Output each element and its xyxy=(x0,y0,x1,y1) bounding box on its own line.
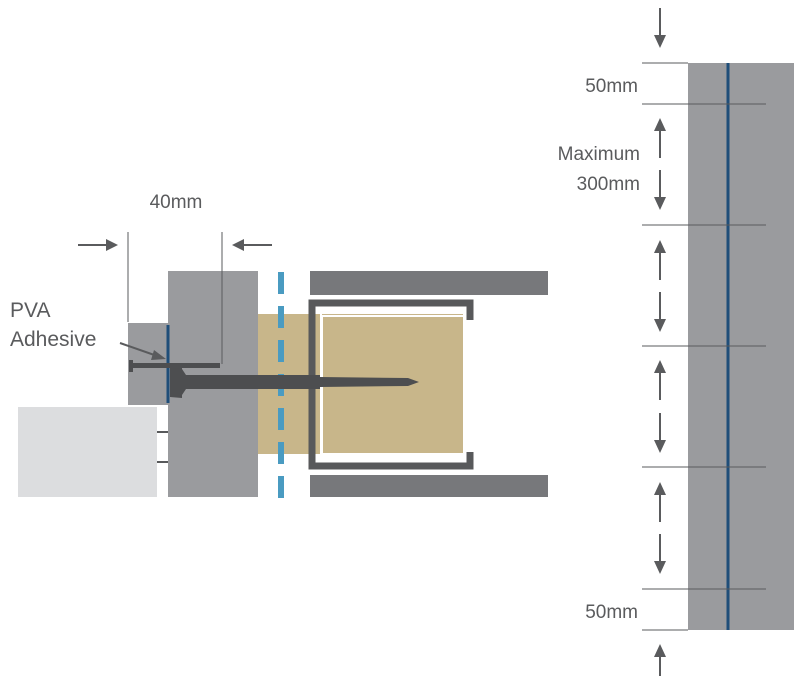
light-block xyxy=(18,407,157,497)
elevation: 50mm Maximum 300mm 50mm xyxy=(558,8,794,676)
cross-section: 40mm PVA Adhesive xyxy=(10,192,548,498)
arrow-icon xyxy=(654,440,666,453)
arrow-icon xyxy=(654,118,666,131)
label-top-50mm: 50mm xyxy=(585,76,638,97)
bottom-frame-bar xyxy=(310,475,548,497)
nail-icon xyxy=(129,360,220,372)
arrow-icon xyxy=(654,240,666,253)
arrow-icon xyxy=(654,561,666,574)
arrow-icon xyxy=(232,239,244,251)
label-adhesive: Adhesive xyxy=(10,328,96,351)
screw-tip xyxy=(320,377,419,387)
label-pva: PVA xyxy=(10,299,50,322)
arrow-icon xyxy=(654,35,666,48)
screw-shank xyxy=(182,369,320,395)
arrow-icon xyxy=(151,350,166,360)
arrow-icon xyxy=(654,360,666,373)
screw-head xyxy=(170,366,182,398)
label-40mm: 40mm xyxy=(150,192,203,213)
arrow-icon xyxy=(106,239,118,251)
dimension-arrows xyxy=(654,8,666,676)
top-frame-bar xyxy=(310,271,548,295)
arrow-icon xyxy=(654,482,666,495)
label-300mm: 300mm xyxy=(577,174,640,195)
clip-lip xyxy=(157,431,168,463)
label-bottom-50mm: 50mm xyxy=(585,602,638,623)
label-maximum: Maximum xyxy=(558,144,640,165)
arrow-icon xyxy=(654,197,666,210)
nail-head xyxy=(129,360,133,372)
nail-shank xyxy=(133,363,220,368)
arrow-icon xyxy=(654,319,666,332)
fixing-lines xyxy=(642,62,766,631)
arrow-icon xyxy=(654,644,666,657)
screw-icon xyxy=(170,366,419,398)
